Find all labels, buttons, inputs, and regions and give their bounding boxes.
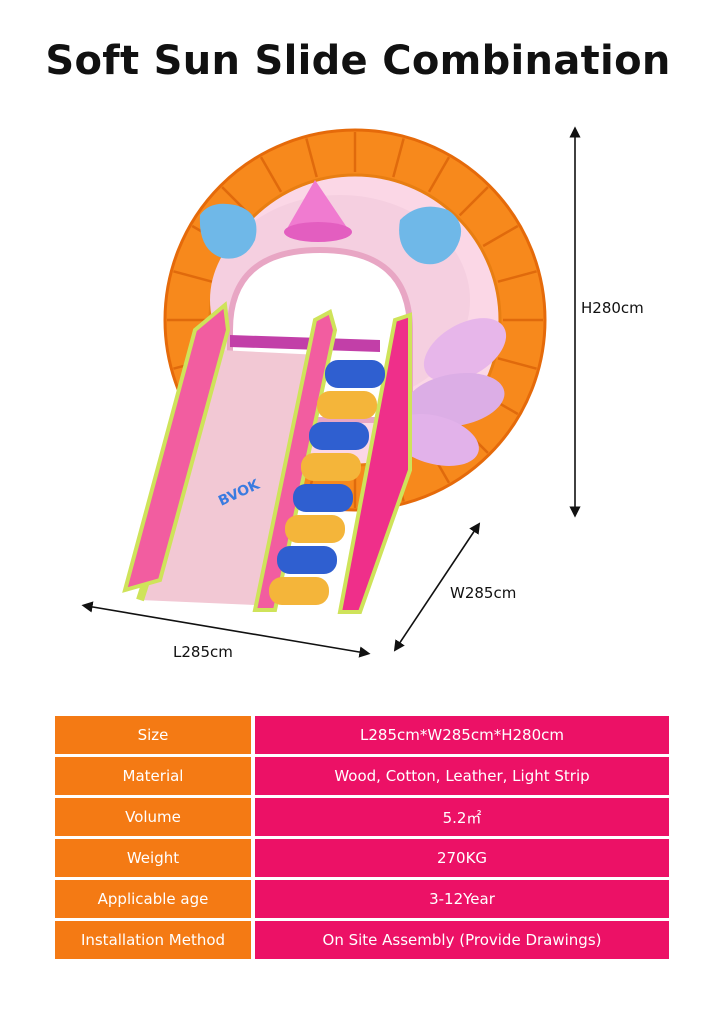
sun-ray-divider xyxy=(259,156,283,193)
length-arrow xyxy=(81,601,371,658)
spec-label: Size xyxy=(55,716,251,754)
sun-ray-divider xyxy=(458,186,489,217)
wing-petal xyxy=(423,318,507,382)
length-label: L285cm xyxy=(173,643,233,661)
stair-cylinder xyxy=(325,360,385,388)
spec-label: Applicable age xyxy=(55,880,251,918)
height-label: H280cm xyxy=(581,299,644,317)
wing-petal xyxy=(405,372,505,428)
product-illustration: BVOK xyxy=(81,126,581,658)
right-ear-shape xyxy=(399,206,462,265)
width-arrow xyxy=(393,522,481,652)
stairs xyxy=(252,309,412,614)
spec-value: Wood, Cotton, Leather, Light Strip xyxy=(255,757,669,795)
wing-petal xyxy=(391,414,479,466)
stair-cylinder xyxy=(285,515,345,543)
spec-label: Installation Method xyxy=(55,921,251,959)
sun-ray-divider xyxy=(427,156,451,193)
sun-ray-divider xyxy=(497,357,537,370)
stair-cylinder xyxy=(293,484,353,512)
width-label: W285cm xyxy=(450,584,517,602)
sun-ray-divider xyxy=(497,270,537,283)
sun-ray-divider xyxy=(305,138,318,178)
sun-ray-divider xyxy=(482,224,519,248)
spec-value: 270KG xyxy=(255,839,669,877)
cone-hat xyxy=(284,180,352,242)
spec-value: L285cm*W285cm*H280cm xyxy=(255,716,669,754)
page-title: Soft Sun Slide Combination xyxy=(45,38,671,84)
spec-value: On Site Assembly (Provide Drawings) xyxy=(255,921,669,959)
slide xyxy=(122,301,380,605)
left-ear-shape xyxy=(199,203,257,259)
stair-cylinder xyxy=(277,546,337,574)
spec-value: 3-12Year xyxy=(255,880,669,918)
stair-cylinder xyxy=(269,577,329,605)
sun-ray-divider xyxy=(392,138,405,178)
stair-cylinder xyxy=(301,453,361,481)
spec-value: 5.2㎡ xyxy=(255,798,669,836)
spec-label: Volume xyxy=(55,798,251,836)
spec-label: Weight xyxy=(55,839,251,877)
stair-cylinder xyxy=(309,422,369,450)
sun-ray-divider xyxy=(173,270,213,283)
stair-cylinder xyxy=(317,391,377,419)
spec-label: Material xyxy=(55,757,251,795)
